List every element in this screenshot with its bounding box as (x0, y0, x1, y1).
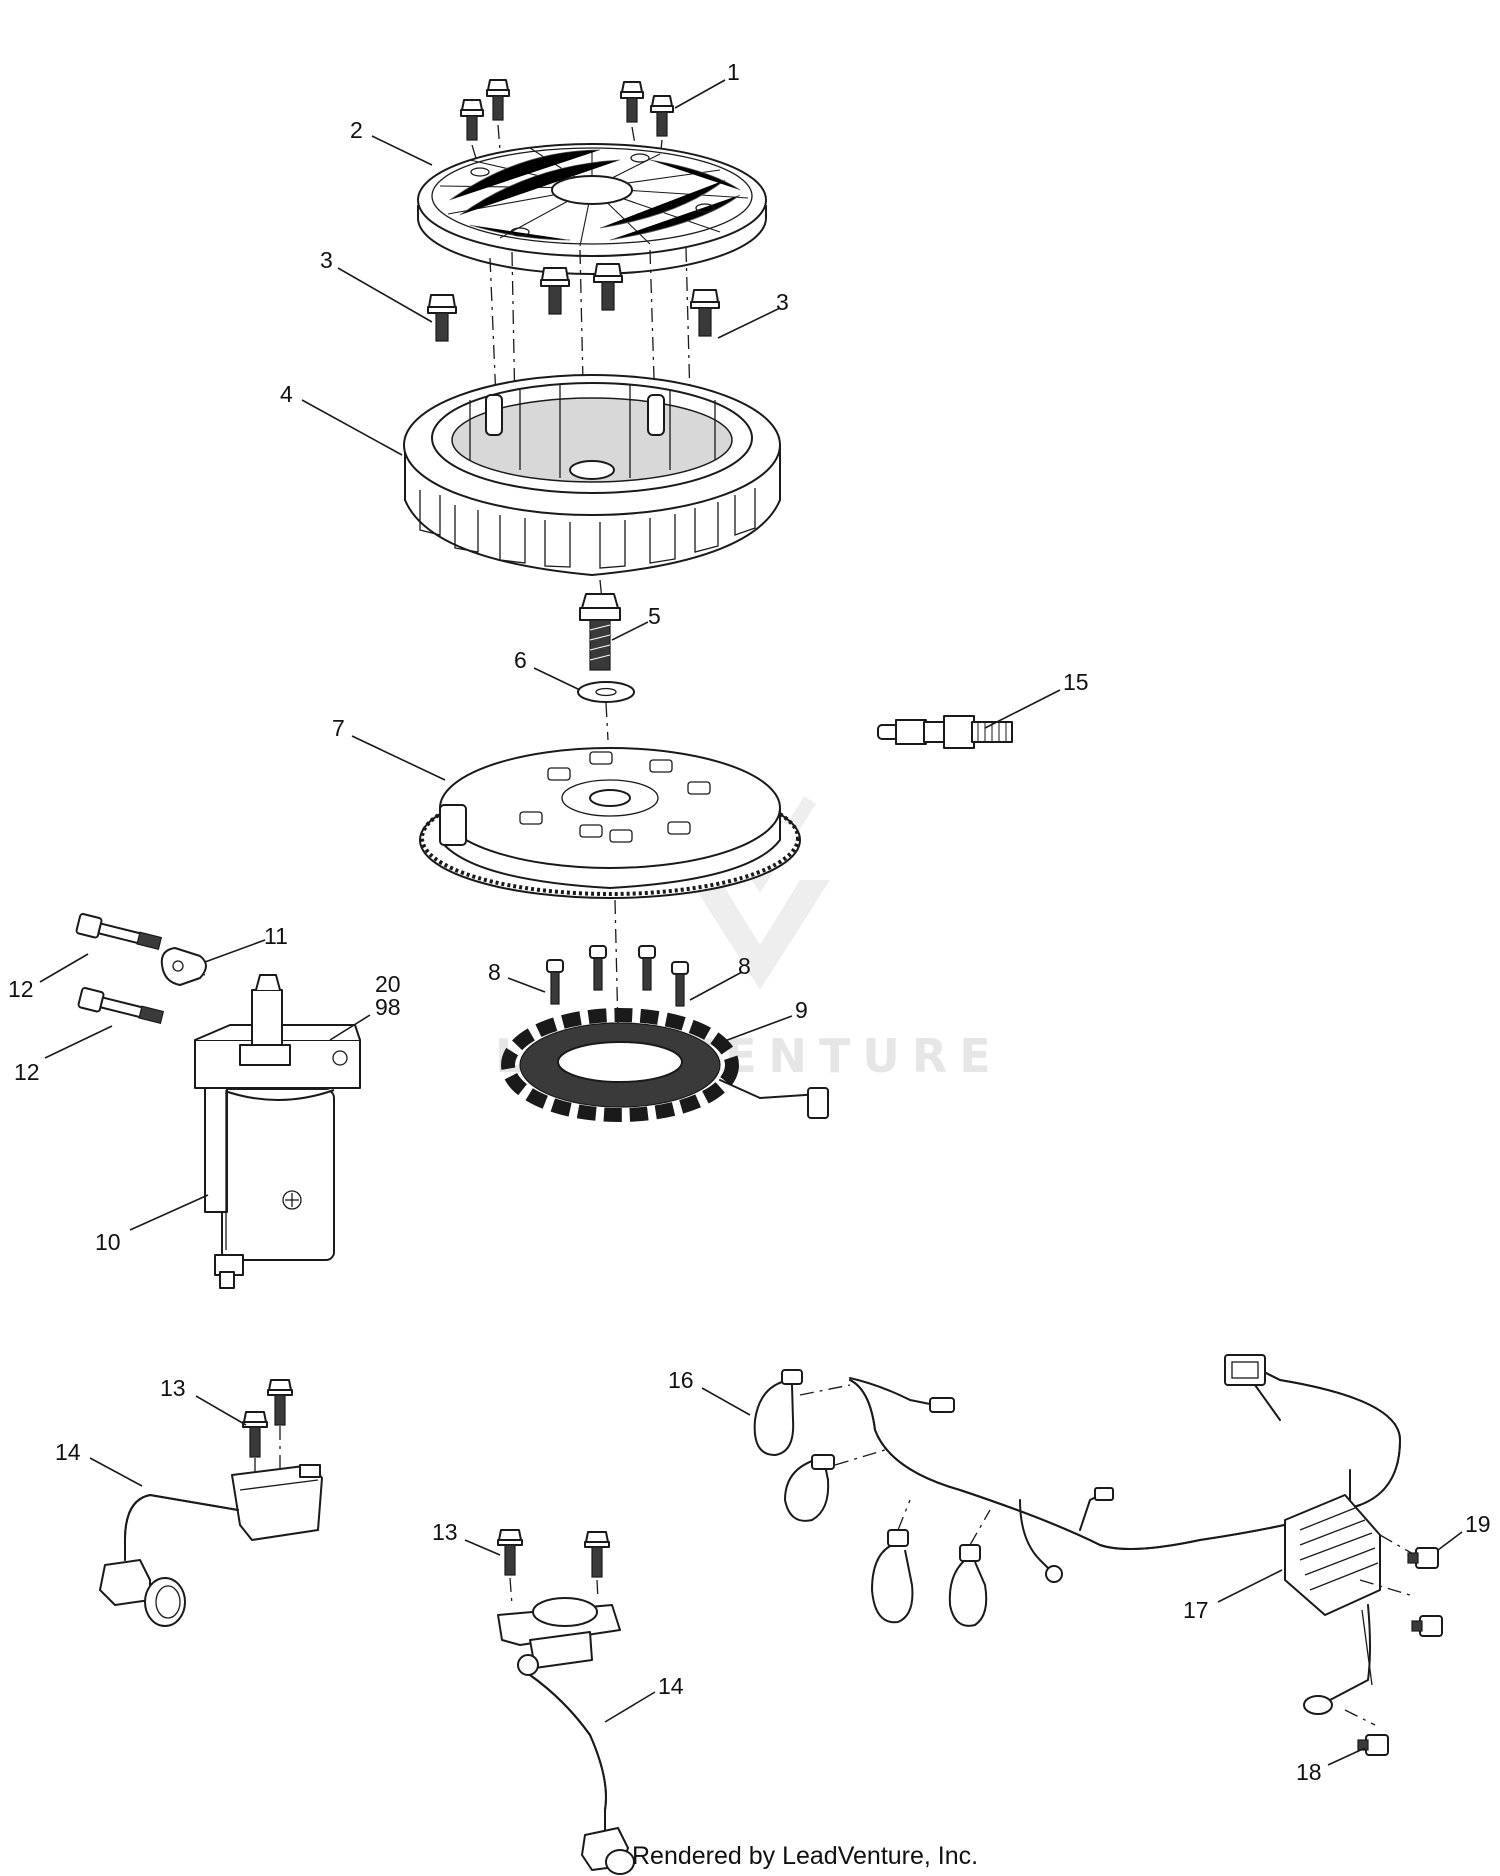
callout-5: 5 (648, 603, 661, 629)
callout-15: 15 (1063, 669, 1089, 695)
part-9-stator (501, 1008, 829, 1122)
part-6-washer (577, 681, 635, 741)
callout-13: 13 (432, 1519, 458, 1545)
callout-18: 18 (1296, 1759, 1322, 1785)
callout-14: 14 (55, 1439, 81, 1465)
callout-19: 19 (1465, 1511, 1491, 1537)
callout-3: 3 (776, 289, 789, 315)
callout-16: 16 (668, 1367, 694, 1393)
part-19-screws (1407, 1547, 1443, 1637)
callout-12: 12 (14, 1059, 40, 1085)
callout-2: 2 (350, 117, 363, 143)
callout-1: 1 (727, 59, 740, 85)
part-14-ignition-coil-left (99, 1464, 323, 1627)
part-8-screws (546, 945, 689, 1007)
part-13-screws-center (497, 1529, 610, 1606)
callout-4: 4 (280, 381, 293, 407)
part-16-cable-ties (753, 1369, 991, 1627)
part-2-grille-screen (417, 143, 767, 275)
part-7-flywheel (419, 747, 801, 899)
part-11-bracket (160, 947, 207, 986)
callout-12: 12 (8, 976, 34, 1002)
part-18-screw (1357, 1734, 1389, 1756)
callout-8: 8 (738, 953, 751, 979)
callout-20: 20 (375, 971, 401, 997)
callout-13: 13 (160, 1375, 186, 1401)
callout-3: 3 (320, 247, 333, 273)
part-14-ignition-coil-center (497, 1597, 635, 1875)
part-15-spark-plug (877, 715, 1013, 749)
part-4-cooling-fan (403, 374, 781, 576)
callout-98: 98 (375, 994, 401, 1020)
callout-6: 6 (514, 647, 527, 673)
part-17-voltage-regulator (1284, 1494, 1416, 1726)
callout-9: 9 (795, 997, 808, 1023)
part-5-flywheel-bolt (579, 593, 621, 671)
part-1-screws (460, 79, 674, 166)
part-13-screws-left (242, 1379, 293, 1478)
callout-11: 11 (264, 923, 288, 949)
callout-10: 10 (95, 1229, 121, 1255)
part-10-starter-motor (194, 974, 361, 1289)
callout-8: 8 (488, 959, 501, 985)
callout-7: 7 (332, 715, 345, 741)
render-credit: Rendered by LeadVenture, Inc. (632, 1842, 978, 1870)
part-3-screws (427, 263, 720, 342)
callout-labels: 1 2 3 3 4 5 6 7 8 8 9 10 11 12 12 13 13 … (8, 59, 1491, 1785)
leader-lines (39, 79, 1463, 1766)
part-harness (849, 1354, 1401, 1583)
callout-17: 17 (1183, 1597, 1209, 1623)
callout-14: 14 (658, 1673, 684, 1699)
